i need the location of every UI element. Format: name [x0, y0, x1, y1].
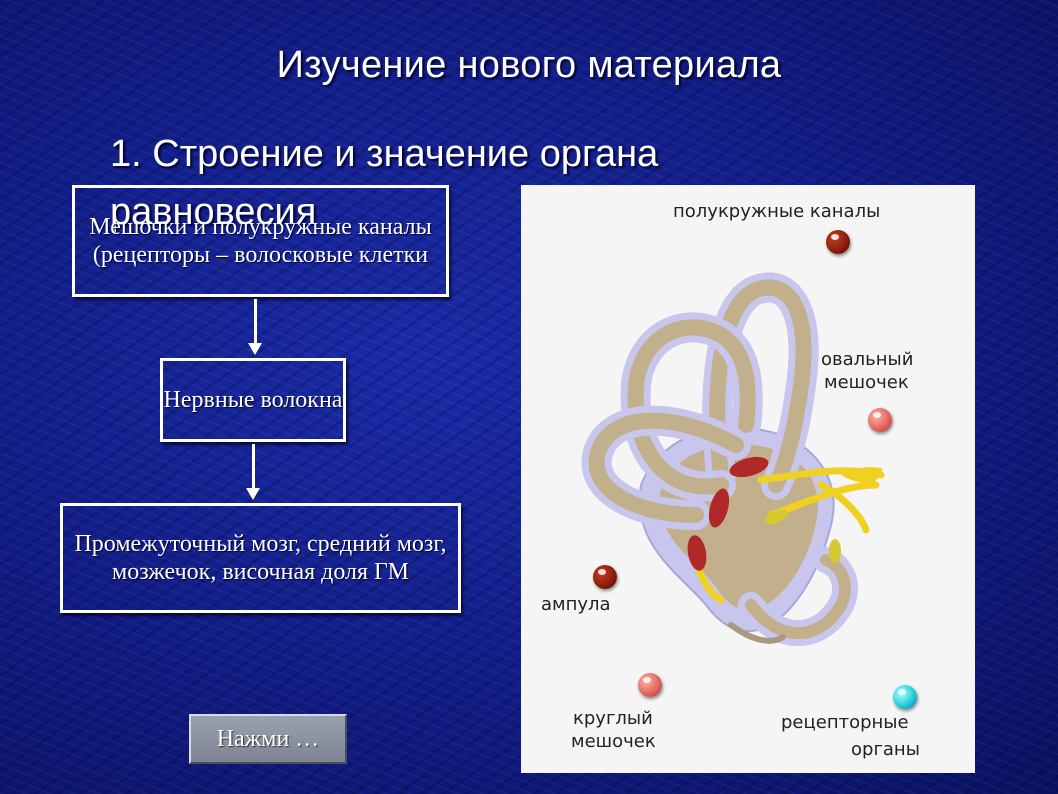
- label-receptor-organs-line2: органы: [851, 739, 920, 760]
- receptor-organ-3: [687, 535, 707, 571]
- label-semicircular-canals: полукружные каналы: [673, 201, 881, 222]
- receptor-organ-4: [764, 509, 788, 525]
- receptor-organ-5: [829, 539, 841, 563]
- slide-title: Изучение нового материала: [276, 44, 782, 86]
- label-receptor-organs-line1: рецепторные: [781, 712, 909, 733]
- flow-box-receptors: Мешочки и полукружные каналы (рецепторы …: [72, 185, 449, 297]
- marker-round-sac[interactable]: [638, 673, 662, 697]
- marker-ampulla[interactable]: [593, 565, 617, 589]
- vestibular-nerve: [692, 467, 885, 604]
- next-button-label: Нажми …: [216, 725, 320, 752]
- marker-receptor-organs[interactable]: [893, 685, 917, 709]
- receptor-organ-2: [708, 488, 730, 528]
- label-round-sac-line1: круглый: [573, 708, 653, 729]
- flow-box-brain-parts-text: Промежуточный мозг, средний мозг, мозжеч…: [74, 531, 447, 585]
- flow-arrow-down-2: [246, 444, 260, 500]
- vestibular-organ-illustration: [581, 272, 885, 647]
- label-round-sac-line2: мешочек: [571, 731, 656, 752]
- label-oval-sac-line1: овальный: [821, 349, 914, 370]
- flow-box-nerve-fibers-text: Нервные волокна: [163, 387, 343, 413]
- flow-box-receptors-text: Мешочки и полукружные каналы (рецепторы …: [89, 214, 432, 268]
- flow-box-nerve-fibers: Нервные волокна: [160, 358, 346, 442]
- vestibular-diagram-panel: полукружные каналы овальный мешочек ампу…: [521, 185, 975, 773]
- label-oval-sac-line2: мешочек: [824, 372, 909, 393]
- slide-subtitle: 1. Строение и значение органа равновесия: [110, 133, 659, 233]
- receptor-organ-1: [729, 456, 769, 478]
- next-button[interactable]: Нажми …: [189, 714, 347, 764]
- flow-arrow-down-1: [248, 299, 262, 355]
- marker-semicircular-canals[interactable]: [826, 230, 850, 254]
- flow-box-brain-parts: Промежуточный мозг, средний мозг, мозжеч…: [60, 503, 461, 613]
- marker-oval-sac[interactable]: [868, 408, 892, 432]
- label-ampulla: ампула: [541, 594, 611, 615]
